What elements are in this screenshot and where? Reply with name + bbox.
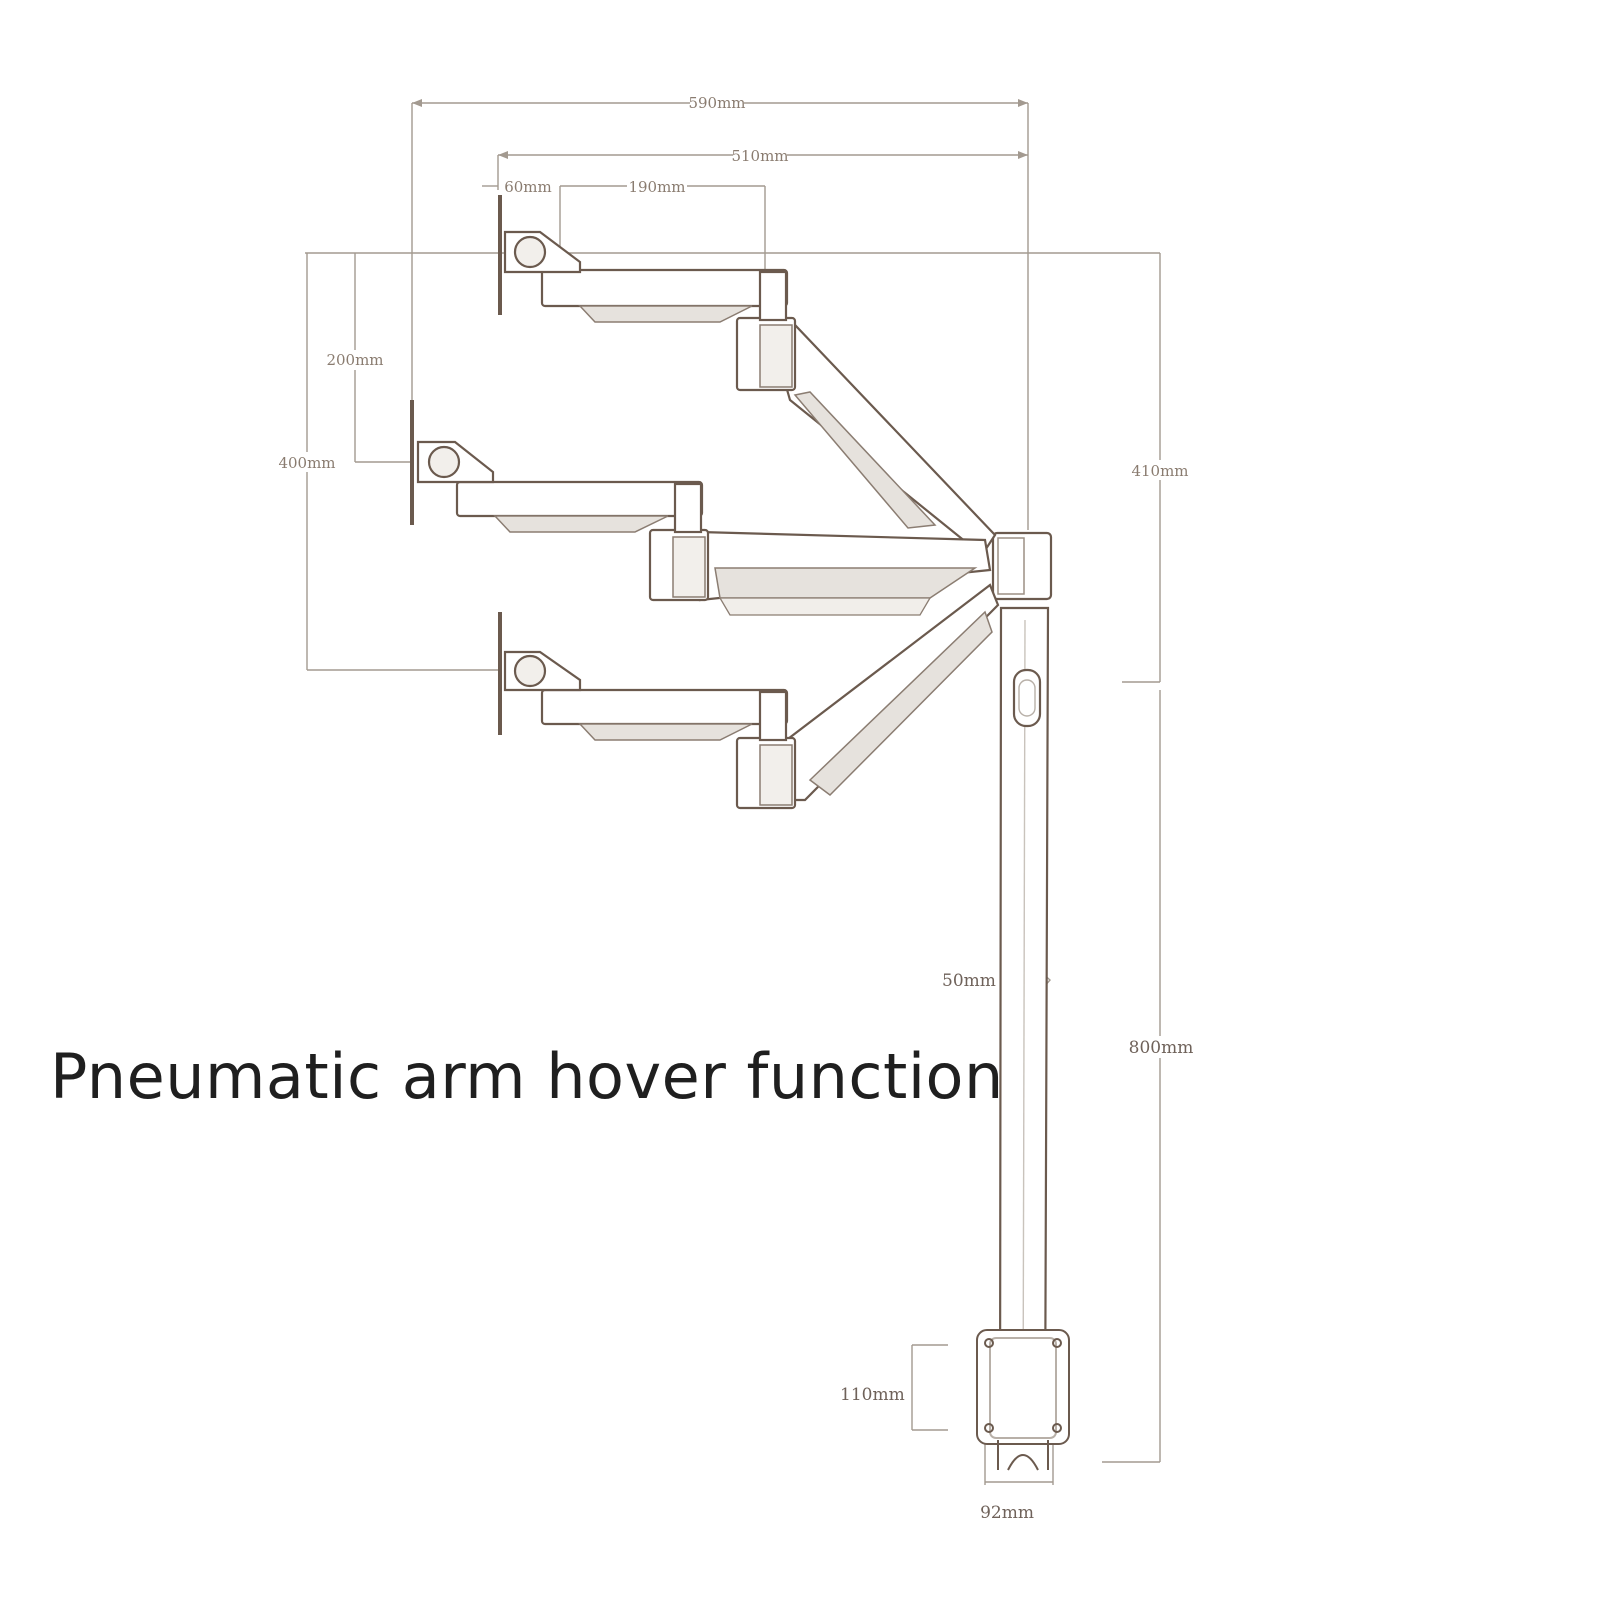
upper-arms (455, 268, 789, 742)
elbow-joints (648, 316, 797, 810)
clamp-width-label: 92mm (980, 1503, 1034, 1523)
caption-text: Pneumatic arm hover function (50, 1040, 1004, 1113)
overall-reach-label: 590mm (688, 94, 745, 112)
pole (998, 606, 1050, 1442)
lower-arms (698, 323, 1000, 802)
tray-width-label: 190mm (628, 178, 685, 196)
pole-height-label: 800mm (1129, 1038, 1194, 1058)
clamp-height-label: 110mm (840, 1385, 905, 1405)
mount-offset-label: 60mm (504, 178, 552, 196)
vertical-range-label: 400mm (278, 454, 335, 472)
upper-height-label: 410mm (1131, 462, 1188, 480)
mid-reach-label: 510mm (731, 147, 788, 165)
pole-diameter-label: 50mm (942, 971, 996, 991)
dimension-arrows (412, 99, 1028, 159)
desk-clamp (976, 1329, 1070, 1471)
vertical-step-label: 200mm (326, 351, 383, 369)
pole-pivot (991, 531, 1053, 601)
monitor-heads (410, 195, 582, 735)
